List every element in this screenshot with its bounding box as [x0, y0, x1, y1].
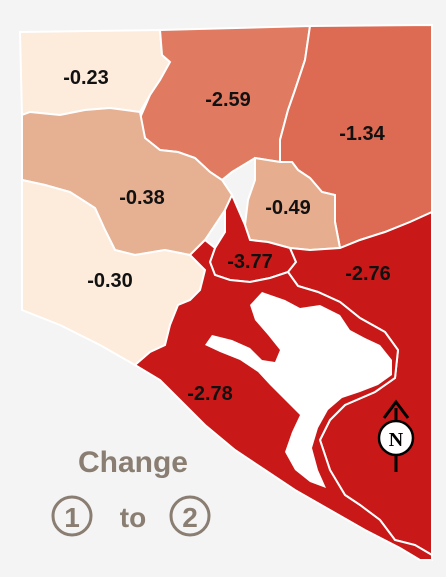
label-northeast: -1.34 — [339, 123, 385, 145]
label-central-downtown: -3.77 — [227, 251, 273, 273]
legend-from: 1 — [64, 502, 80, 533]
legend-to-circle — [169, 495, 211, 537]
legend-to: 2 — [182, 502, 198, 533]
label-west-north: -0.23 — [63, 67, 109, 89]
label-north-central: -2.59 — [205, 89, 251, 111]
legend-to-word: to — [120, 502, 146, 533]
label-west-central: -0.38 — [119, 187, 165, 209]
region-south — [133, 238, 433, 561]
label-south: -2.78 — [187, 383, 233, 405]
harbor-water — [205, 292, 392, 488]
label-east: -2.76 — [345, 263, 391, 285]
label-central-north: -0.49 — [265, 197, 311, 219]
region-labels: -0.23 -2.59 -1.34 -0.38 -0.49 -0.30 -3.7… — [63, 67, 391, 405]
label-west-south: -0.30 — [87, 270, 133, 292]
legend-from-circle — [51, 495, 93, 537]
legend-title: Change — [78, 446, 188, 479]
compass-letter: N — [389, 429, 404, 451]
legend: Change 1 to 2 — [51, 446, 211, 537]
north-arrow-icon: N — [377, 399, 415, 472]
